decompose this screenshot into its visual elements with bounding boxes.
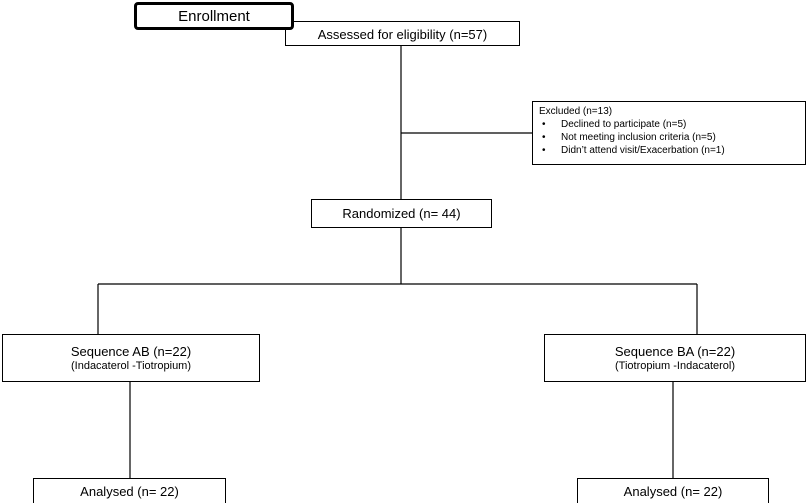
excluded-item-text: Not meeting inclusion criteria (n=5) — [561, 132, 716, 143]
sequence-ba-title: Sequence BA (n=22) — [614, 344, 736, 359]
assessed-box: Assessed for eligibility (n=57) — [285, 21, 520, 46]
excluded-item-text: Didn’t attend visit/Exacerbation (n=1) — [561, 145, 725, 156]
assessed-text: Assessed for eligibility (n=57) — [317, 26, 488, 42]
randomized-text: Randomized (n= 44) — [342, 206, 461, 221]
bullet-icon: • — [542, 132, 546, 143]
bullet-icon: • — [542, 145, 546, 156]
excluded-item-text: Declined to participate (n=5) — [561, 119, 687, 130]
sequence-ab-subtitle: (Indacaterol -Tiotropium) — [70, 360, 192, 372]
analysed-ab-box: Analysed (n= 22) — [33, 478, 226, 503]
sequence-ab-box: Sequence AB (n=22) (Indacaterol -Tiotrop… — [2, 334, 260, 382]
sequence-ba-subtitle: (Tiotropium -Indacaterol) — [614, 360, 736, 372]
excluded-item: • Didn’t attend visit/Exacerbation (n=1) — [539, 144, 805, 157]
analysed-ba-text: Analysed (n= 22) — [623, 483, 723, 499]
randomized-box: Randomized (n= 44) — [311, 199, 492, 228]
sequence-ba-box: Sequence BA (n=22) (Tiotropium -Indacate… — [544, 334, 806, 382]
sequence-ab-title: Sequence AB (n=22) — [70, 344, 192, 359]
bullet-icon: • — [542, 119, 546, 130]
excluded-title: Excluded (n=13) — [539, 106, 613, 117]
excluded-item: • Declined to participate (n=5) — [539, 118, 805, 131]
enrollment-text: Enrollment — [178, 7, 250, 25]
excluded-box: Excluded (n=13) • Declined to participat… — [532, 101, 806, 165]
enrollment-label: Enrollment — [134, 2, 294, 30]
excluded-list: • Declined to participate (n=5) • Not me… — [539, 118, 805, 157]
analysed-ab-text: Analysed (n= 22) — [80, 483, 179, 499]
analysed-ba-box: Analysed (n= 22) — [577, 478, 769, 503]
excluded-item: • Not meeting inclusion criteria (n=5) — [539, 131, 805, 144]
